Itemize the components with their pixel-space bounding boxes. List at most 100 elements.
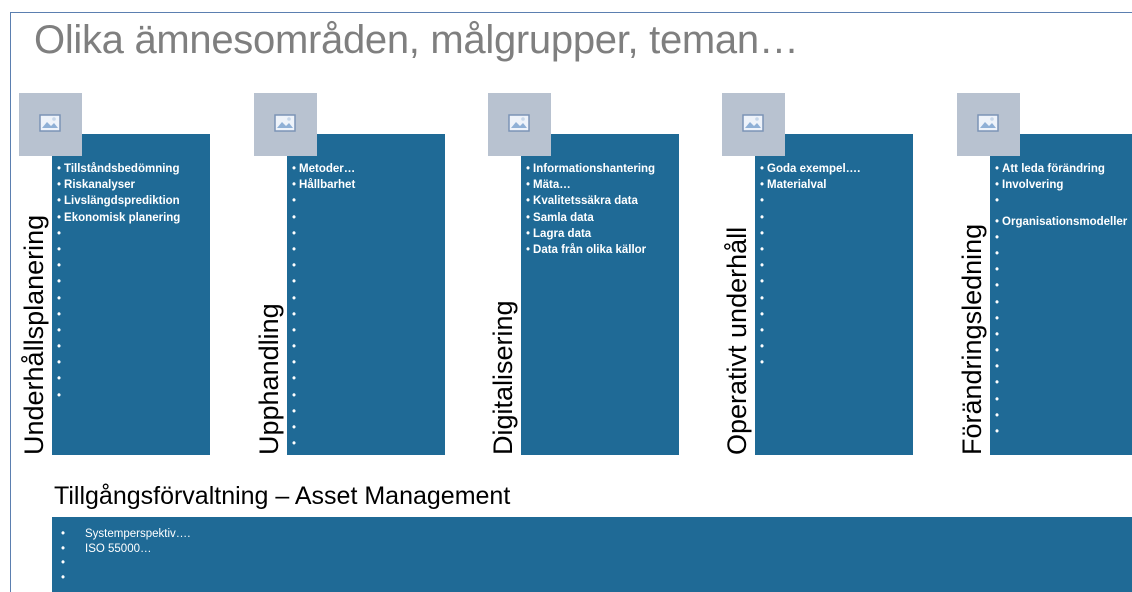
- column-content-box[interactable]: Att leda förändringInvolveringOrganisati…: [990, 134, 1132, 455]
- bullet-item: [61, 571, 190, 586]
- slide-frame-left: [10, 12, 11, 592]
- bullet-item: [760, 193, 913, 209]
- column-title[interactable]: Förändringsledning: [957, 223, 987, 455]
- bullet-item: [995, 246, 1132, 262]
- bullet-item: [995, 359, 1132, 375]
- bullet-item: [292, 420, 445, 436]
- asset-management-box[interactable]: Systemperspektiv….ISO 55000…: [52, 517, 1132, 592]
- bullet-item: Organisationsmodeller: [995, 214, 1132, 230]
- bullet-item: [760, 226, 913, 242]
- bullet-item: Ekonomisk planering: [57, 210, 210, 226]
- bullet-list: Metoder…Hållbarhet: [292, 161, 445, 452]
- bullet-item: [57, 242, 210, 258]
- bullet-item: [57, 323, 210, 339]
- bullet-item: [292, 307, 445, 323]
- bullet-item: [292, 242, 445, 258]
- bullet-item: Systemperspektiv….: [61, 527, 190, 542]
- column-title[interactable]: Operativt underhåll: [722, 226, 752, 455]
- image-placeholder[interactable]: [957, 93, 1020, 156]
- picture-icon: [274, 114, 296, 132]
- bullet-list: Systemperspektiv….ISO 55000…: [61, 527, 190, 585]
- bullet-item: [292, 258, 445, 274]
- topic-column-upphandling: Upphandling Metoder…Hållbarhet: [254, 93, 449, 455]
- bullet-item: Involvering: [995, 177, 1132, 193]
- column-content-box[interactable]: Goda exempel….Materialval: [755, 134, 913, 455]
- bullet-item: [292, 355, 445, 371]
- bullet-item: ISO 55000…: [61, 542, 190, 557]
- column-content-box[interactable]: InformationshanteringMäta…Kvalitetssäkra…: [521, 134, 679, 455]
- bullet-item: [292, 210, 445, 226]
- column-title[interactable]: Digitalisering: [488, 300, 518, 455]
- bullet-item: [292, 404, 445, 420]
- bullet-item: Riskanalyser: [57, 177, 210, 193]
- asset-management-title[interactable]: Tillgångsförvaltning – Asset Management: [54, 482, 511, 510]
- image-placeholder[interactable]: [19, 93, 82, 156]
- bullet-list: Att leda förändringInvolveringOrganisati…: [995, 161, 1132, 440]
- bullet-item: Mäta…: [526, 177, 679, 193]
- bullet-item: [995, 375, 1132, 391]
- image-placeholder[interactable]: [254, 93, 317, 156]
- bullet-item: [57, 339, 210, 355]
- bullet-item: Kvalitetssäkra data: [526, 193, 679, 209]
- picture-icon: [39, 114, 61, 132]
- picture-icon: [742, 114, 764, 132]
- bullet-item: [995, 193, 1132, 209]
- slide-title[interactable]: Olika ämnesområden, målgrupper, teman…: [34, 18, 799, 62]
- bullet-item: [760, 258, 913, 274]
- bullet-item: Metoder…: [292, 161, 445, 177]
- bullet-item: [57, 371, 210, 387]
- topic-column-operativt-underhall: Operativt underhåll Goda exempel….Materi…: [722, 93, 917, 455]
- column-content-box[interactable]: Metoder…Hållbarhet: [287, 134, 445, 455]
- bullet-item: Livslängdsprediktion: [57, 193, 210, 209]
- bullet-item: [760, 355, 913, 371]
- bullet-list: InformationshanteringMäta…Kvalitetssäkra…: [526, 161, 679, 258]
- bullet-item: [57, 355, 210, 371]
- bullet-item: [995, 311, 1132, 327]
- bullet-item: [57, 388, 210, 404]
- bullet-item: [760, 339, 913, 355]
- bullet-item: [292, 291, 445, 307]
- bullet-item: Lagra data: [526, 226, 679, 242]
- bullet-item: [995, 262, 1132, 278]
- image-placeholder[interactable]: [488, 93, 551, 156]
- column-title[interactable]: Underhållsplanering: [19, 214, 49, 455]
- bullet-item: [760, 242, 913, 258]
- bullet-item: [57, 291, 210, 307]
- bullet-list: Goda exempel….Materialval: [760, 161, 913, 371]
- bullet-list: TillståndsbedömningRiskanalyserLivslängd…: [57, 161, 210, 404]
- bullet-item: Materialval: [760, 177, 913, 193]
- bullet-item: Att leda förändring: [995, 161, 1132, 177]
- column-title[interactable]: Upphandling: [254, 303, 284, 455]
- bullet-item: [292, 388, 445, 404]
- bullet-item: [995, 327, 1132, 343]
- bullet-item: [57, 258, 210, 274]
- bullet-item: [760, 274, 913, 290]
- bullet-item: [292, 371, 445, 387]
- image-placeholder[interactable]: [722, 93, 785, 156]
- bullet-item: [995, 278, 1132, 294]
- bullet-item: [61, 556, 190, 571]
- topic-column-underhallsplanering: Underhållsplanering TillståndsbedömningR…: [19, 93, 214, 455]
- bullet-item: [57, 226, 210, 242]
- bullet-item: [760, 323, 913, 339]
- bullet-item: [292, 274, 445, 290]
- bullet-item: [995, 424, 1132, 440]
- picture-icon: [508, 114, 530, 132]
- bullet-item: Goda exempel….: [760, 161, 913, 177]
- bullet-item: Tillståndsbedömning: [57, 161, 210, 177]
- bullet-item: [760, 307, 913, 323]
- bullet-item: [995, 392, 1132, 408]
- bullet-item: Samla data: [526, 210, 679, 226]
- topic-column-forandringsledning: Förändringsledning Att leda förändringIn…: [957, 93, 1132, 455]
- bullet-item: [292, 193, 445, 209]
- bullet-item: [995, 343, 1132, 359]
- bullet-item: Hållbarhet: [292, 177, 445, 193]
- column-content-box[interactable]: TillståndsbedömningRiskanalyserLivslängd…: [52, 134, 210, 455]
- bullet-item: Data från olika källor: [526, 242, 679, 258]
- bullet-item: [995, 230, 1132, 246]
- topic-column-digitalisering: Digitalisering InformationshanteringMäta…: [488, 93, 683, 455]
- picture-icon: [977, 114, 999, 132]
- bullet-item: [760, 210, 913, 226]
- bullet-item: [292, 226, 445, 242]
